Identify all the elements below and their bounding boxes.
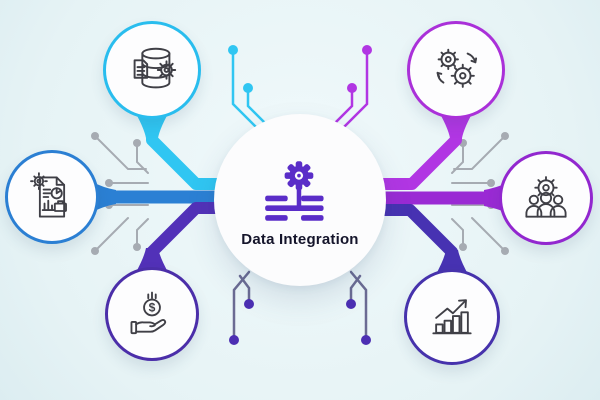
node-data-storage <box>103 21 201 119</box>
circuit-traces-left <box>94 135 149 252</box>
database-document-gear-icon-shapes <box>133 47 177 89</box>
node-team-management <box>499 151 593 245</box>
connector-flare <box>135 112 169 138</box>
center-title: Data Integration <box>241 230 359 248</box>
gear-database-icon-shapes <box>265 160 324 221</box>
circuit-pin-dots-magenta <box>347 45 372 93</box>
gears-sync-icon <box>436 48 478 88</box>
connector-flare <box>439 112 473 138</box>
dollar-glyph: $ <box>149 301 156 315</box>
circuit-pin-dots-indigo <box>229 299 371 345</box>
hand-coin-icon-shapes: $ <box>130 291 167 335</box>
circuit-pins-cyan <box>231 48 270 135</box>
circuit-pin-dots-cyan <box>228 45 253 93</box>
growth-chart-icon-shapes <box>432 299 472 335</box>
node-report-analytics <box>5 150 99 244</box>
node-growth-analytics <box>404 269 500 365</box>
hand-coin-icon: $ <box>130 291 167 335</box>
circuit-pins-indigo <box>232 270 368 342</box>
gears-sync-icon-shapes <box>436 48 478 88</box>
node-cost-savings: $ <box>105 267 199 361</box>
node-process-automation <box>407 21 505 119</box>
team-gear-icon-shapes <box>525 176 567 218</box>
report-document-icon-shapes <box>30 172 67 218</box>
center-node: Data Integration <box>214 114 386 286</box>
report-document-icon <box>30 172 67 218</box>
team-gear-icon <box>525 176 567 218</box>
gear-database-icon <box>265 160 324 221</box>
growth-chart-icon <box>432 299 472 335</box>
database-document-gear-icon <box>133 47 177 89</box>
circuit-pins-magenta <box>330 48 369 135</box>
